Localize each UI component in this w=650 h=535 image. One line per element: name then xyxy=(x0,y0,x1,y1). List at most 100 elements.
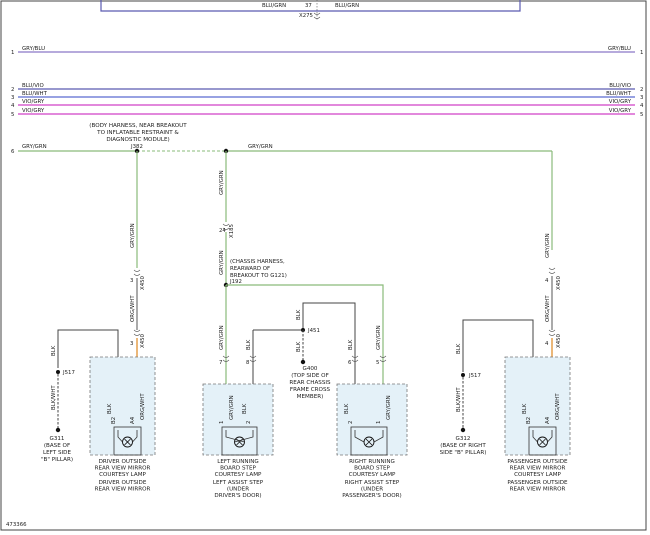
bus-num-2: 2 xyxy=(11,87,14,93)
bus-num-3: 3 xyxy=(11,95,14,101)
wire-label-orgwht: ORG/WHT xyxy=(545,295,551,322)
pin-6: 6 xyxy=(348,360,352,366)
chassis-note-3: BREAKOUT TO G121) xyxy=(230,273,287,279)
connector-right-wire-label: BLU/GRN xyxy=(335,3,359,9)
feed-mid-label: GRY/GRN xyxy=(248,144,273,150)
bus-num-4: 4 xyxy=(11,103,15,109)
connector-x450: X450 xyxy=(556,275,562,290)
ground-g311: G311 (BASE OF LEFT SIDE "B" PILLAR) xyxy=(41,436,73,463)
wire-label-grygrn: GRY/GRN xyxy=(219,170,225,195)
component-location-line: DRIVER'S DOOR) xyxy=(214,493,261,499)
bus-num-1: 1 xyxy=(11,50,14,56)
component-location-line: PASSENGER OUTSIDE xyxy=(507,480,568,486)
g312-note-1: (BASE OF RIGHT xyxy=(440,443,486,449)
bus-left-label-4: VIO/GRY xyxy=(22,99,45,105)
figure-id: 473366 xyxy=(6,522,27,528)
g311-note-2: LEFT SIDE xyxy=(43,450,71,456)
wire-label-blk: BLK xyxy=(296,341,302,352)
splice-note-3: DIAGNOSTIC MODULE) xyxy=(106,137,169,143)
feed-line: 6 GRY/GRN GRY/GRN J382 (BODY HARNESS, NE… xyxy=(11,123,553,250)
pin-24: 24 xyxy=(219,228,226,234)
component-caption-line: BOARD STEP xyxy=(220,466,256,472)
component-location-line: REAR VIEW MIRROR xyxy=(510,487,566,493)
splice-note-2: TO INFLATABLE RESTRAINT & xyxy=(96,130,179,136)
bus-num-right-5: 5 xyxy=(640,112,643,118)
component-pin-wire: BLK xyxy=(522,403,528,414)
pin-3: 3 xyxy=(130,341,133,347)
splice-j517-right: J517 xyxy=(468,373,481,379)
bus-left-label-5: VIO/GRY xyxy=(22,108,45,114)
wire-label-blk: BLK xyxy=(51,345,57,356)
top-connector-x275: BLU/GRN 37 BLU/GRN X275 xyxy=(100,0,521,20)
component-pin-number: 1 xyxy=(376,421,382,424)
g400-note-2: REAR CHASSIS xyxy=(289,380,331,386)
component-pin-number: B2 xyxy=(526,417,532,424)
component-location-line: LEFT ASSIST STEP xyxy=(213,480,264,486)
g312-note-2: SIDE "B" PILLAR) xyxy=(440,450,487,456)
connector-name-label: X275 xyxy=(299,13,313,19)
bus-left-label-3: BLU/WHT xyxy=(22,91,48,97)
wire-label-blk: BLK xyxy=(296,309,302,320)
connector-left-wire-label: BLU/GRN xyxy=(262,3,286,9)
splice-j192: J192 xyxy=(229,279,242,285)
bus-right-label-4: VIO/GRY xyxy=(609,99,632,105)
chassis-note-1: (CHASSIS HARNESS, xyxy=(230,259,285,265)
wire-label-grygrn: GRY/GRN xyxy=(545,233,551,258)
component-location-line: DRIVER OUTSIDE xyxy=(99,480,147,486)
wire-label-blk: BLK xyxy=(456,343,462,354)
pin-5: 5 xyxy=(376,360,379,366)
wire-label-grygrn: GRY/GRN xyxy=(376,325,382,350)
component-caption-line: RIGHT RUNNING xyxy=(349,459,395,465)
g400-note-3: FRAME CROSS xyxy=(290,387,331,393)
ground-g312: G312 (BASE OF RIGHT SIDE "B" PILLAR) xyxy=(440,436,487,456)
component-location-line: RIGHT ASSIST STEP xyxy=(345,480,400,486)
g311-note-3: "B" PILLAR) xyxy=(41,457,73,463)
component-caption-line: COURTESY LAMP xyxy=(215,472,262,478)
splice-note-1: (BODY HARNESS, NEAR BREAKOUT xyxy=(89,123,187,129)
pin-4: 4 xyxy=(545,341,549,347)
component-group: B2 BLK A4 ORG/WHT DRIVER OUTSIDE REAR VIEW MI… xyxy=(89,356,571,499)
left-step-branch: GRY/GRN 24 X185 GRY/GRN J192 (CHASSIS HA… xyxy=(219,151,387,430)
component-pin-number: A4 xyxy=(545,416,551,424)
splice-j517-left: J517 xyxy=(62,370,75,376)
connector-pin-label: 37 xyxy=(305,3,312,9)
splice-j451: J451 xyxy=(307,328,320,334)
bus-num-right-1: 1 xyxy=(640,50,643,56)
component-location-line: (UNDER xyxy=(227,487,249,493)
wire-label-blk: BLK xyxy=(348,339,354,350)
component-pin-wire: BLK xyxy=(242,403,248,414)
component-pin-wire: GRY/GRN xyxy=(229,395,235,420)
bus-num-right-4: 4 xyxy=(640,103,644,109)
component-caption-line: BOARD STEP xyxy=(354,466,390,472)
component-pin-wire: BLK xyxy=(107,403,113,414)
component-pin-number: 2 xyxy=(348,421,354,424)
component-pin-number: B2 xyxy=(111,417,117,424)
g311-label: G311 xyxy=(49,436,64,442)
component-caption-line: COURTESY LAMP xyxy=(514,472,561,478)
component-caption-line: LEFT RUNNING xyxy=(217,459,258,465)
component-pin-number: 1 xyxy=(219,421,225,424)
bus-num-5: 5 xyxy=(11,112,14,118)
component-location-line: PASSENGER'S DOOR) xyxy=(342,493,401,499)
wire-label-grygrn: GRY/GRN xyxy=(219,325,225,350)
component-caption-line: REAR VIEW MIRROR xyxy=(510,466,566,472)
g400-label: G400 xyxy=(302,366,317,372)
wire-label-blkwht: BLK/WHT xyxy=(456,387,462,412)
pin-4: 4 xyxy=(545,278,549,284)
component-housing xyxy=(202,383,274,456)
pin-3: 3 xyxy=(130,278,133,284)
component-caption-line: COURTESY LAMP xyxy=(349,472,396,478)
wire-label-blk: BLK xyxy=(246,339,252,350)
connector-x450: X450 xyxy=(140,333,146,348)
wire-label-grygrn: GRY/GRN xyxy=(219,250,225,275)
ground-j451: BLK J451 BLK BLK 6 G400 (TOP SIDE OF REA… xyxy=(253,302,359,430)
component-pin-wire: GRY/GRN xyxy=(386,395,392,420)
g400-note-4: MEMBER) xyxy=(297,394,324,400)
wire-label-orgwht: ORG/WHT xyxy=(130,295,136,322)
component-housing xyxy=(504,356,571,456)
component-pin-wire: ORG/WHT xyxy=(555,393,561,420)
